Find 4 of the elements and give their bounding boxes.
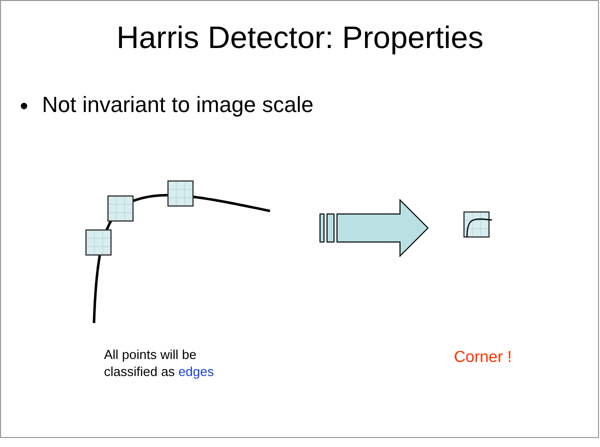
slide-title: Harris Detector: Properties — [116, 20, 484, 56]
bullet-text: Not invariant to image scale — [42, 92, 314, 117]
result-text: Corner ! — [454, 349, 513, 367]
caption-text: All points will be classified as edges — [104, 346, 215, 380]
